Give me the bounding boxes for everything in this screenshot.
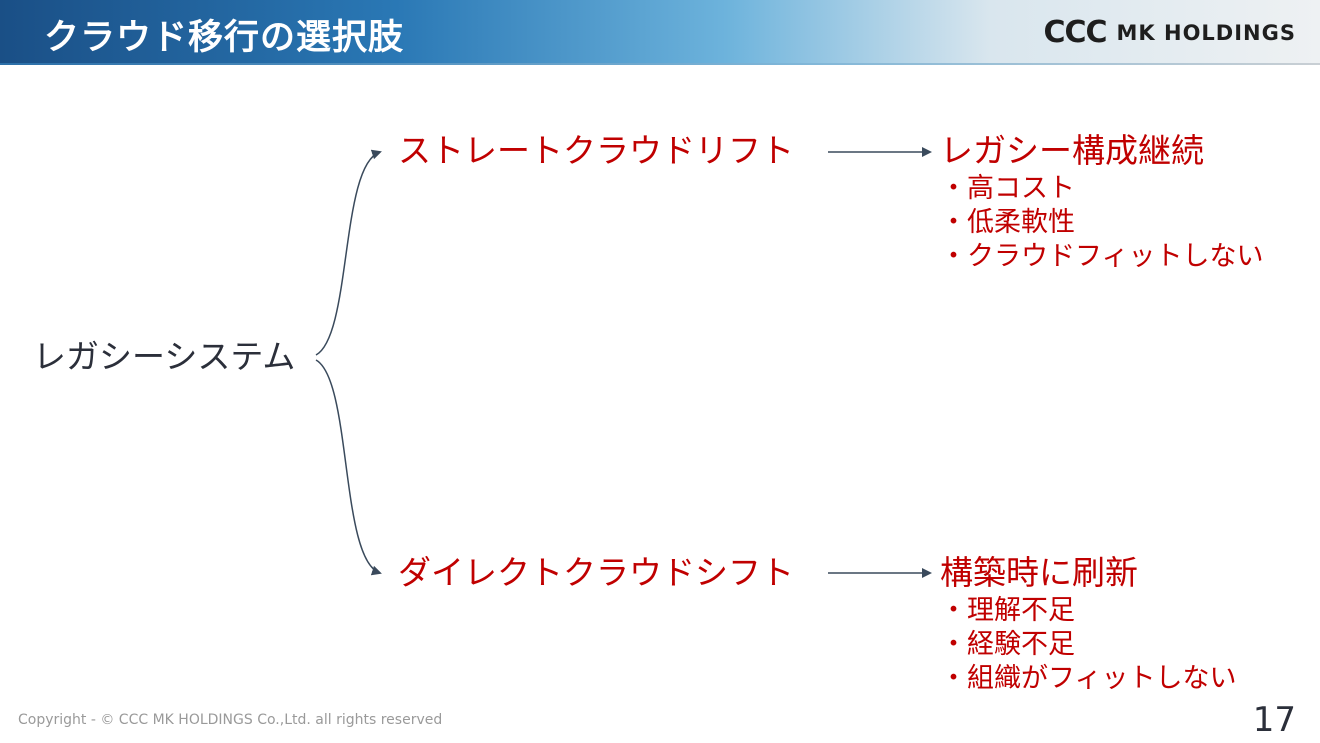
logo-mark: CCC [1043, 15, 1107, 50]
copyright-text: Copyright - © CCC MK HOLDINGS Co.,Ltd. a… [18, 712, 443, 728]
list-item: ・組織がフィットしない [940, 663, 1237, 694]
result-refresh-at-build: 構築時に刷新 [940, 553, 1138, 592]
list-item: ・高コスト [940, 173, 1075, 204]
lower-branch-curve [315, 359, 382, 576]
list-item: ・低柔軟性 [940, 207, 1075, 238]
branch-straight-cloud-lift: ストレートクラウドリフト [398, 131, 794, 170]
upper-notes-list: ・高コスト ・低柔軟性 ・クラウドフィットしない [940, 172, 1263, 274]
page-number: 17 [1252, 700, 1296, 740]
list-item: ・理解不足 [940, 595, 1075, 626]
header-banner [0, 0, 1320, 65]
logo-text: MK HOLDINGS [1116, 21, 1296, 45]
company-logo: CCC MK HOLDINGS [1043, 18, 1296, 48]
result-legacy-continuation: レガシー構成継続 [940, 131, 1204, 170]
list-item: ・経験不足 [940, 629, 1075, 660]
list-item: ・クラウドフィットしない [940, 241, 1264, 272]
branch-direct-cloud-shift: ダイレクトクラウドシフト [398, 553, 794, 592]
lower-notes-list: ・理解不足 ・経験不足 ・組織がフィットしない [940, 594, 1236, 696]
page-title: クラウド移行の選択肢 [44, 18, 405, 58]
root-node-legacy-system: レガシーシステム [33, 337, 296, 376]
header-divider [0, 63, 1320, 65]
upper-branch-curve [315, 149, 382, 356]
